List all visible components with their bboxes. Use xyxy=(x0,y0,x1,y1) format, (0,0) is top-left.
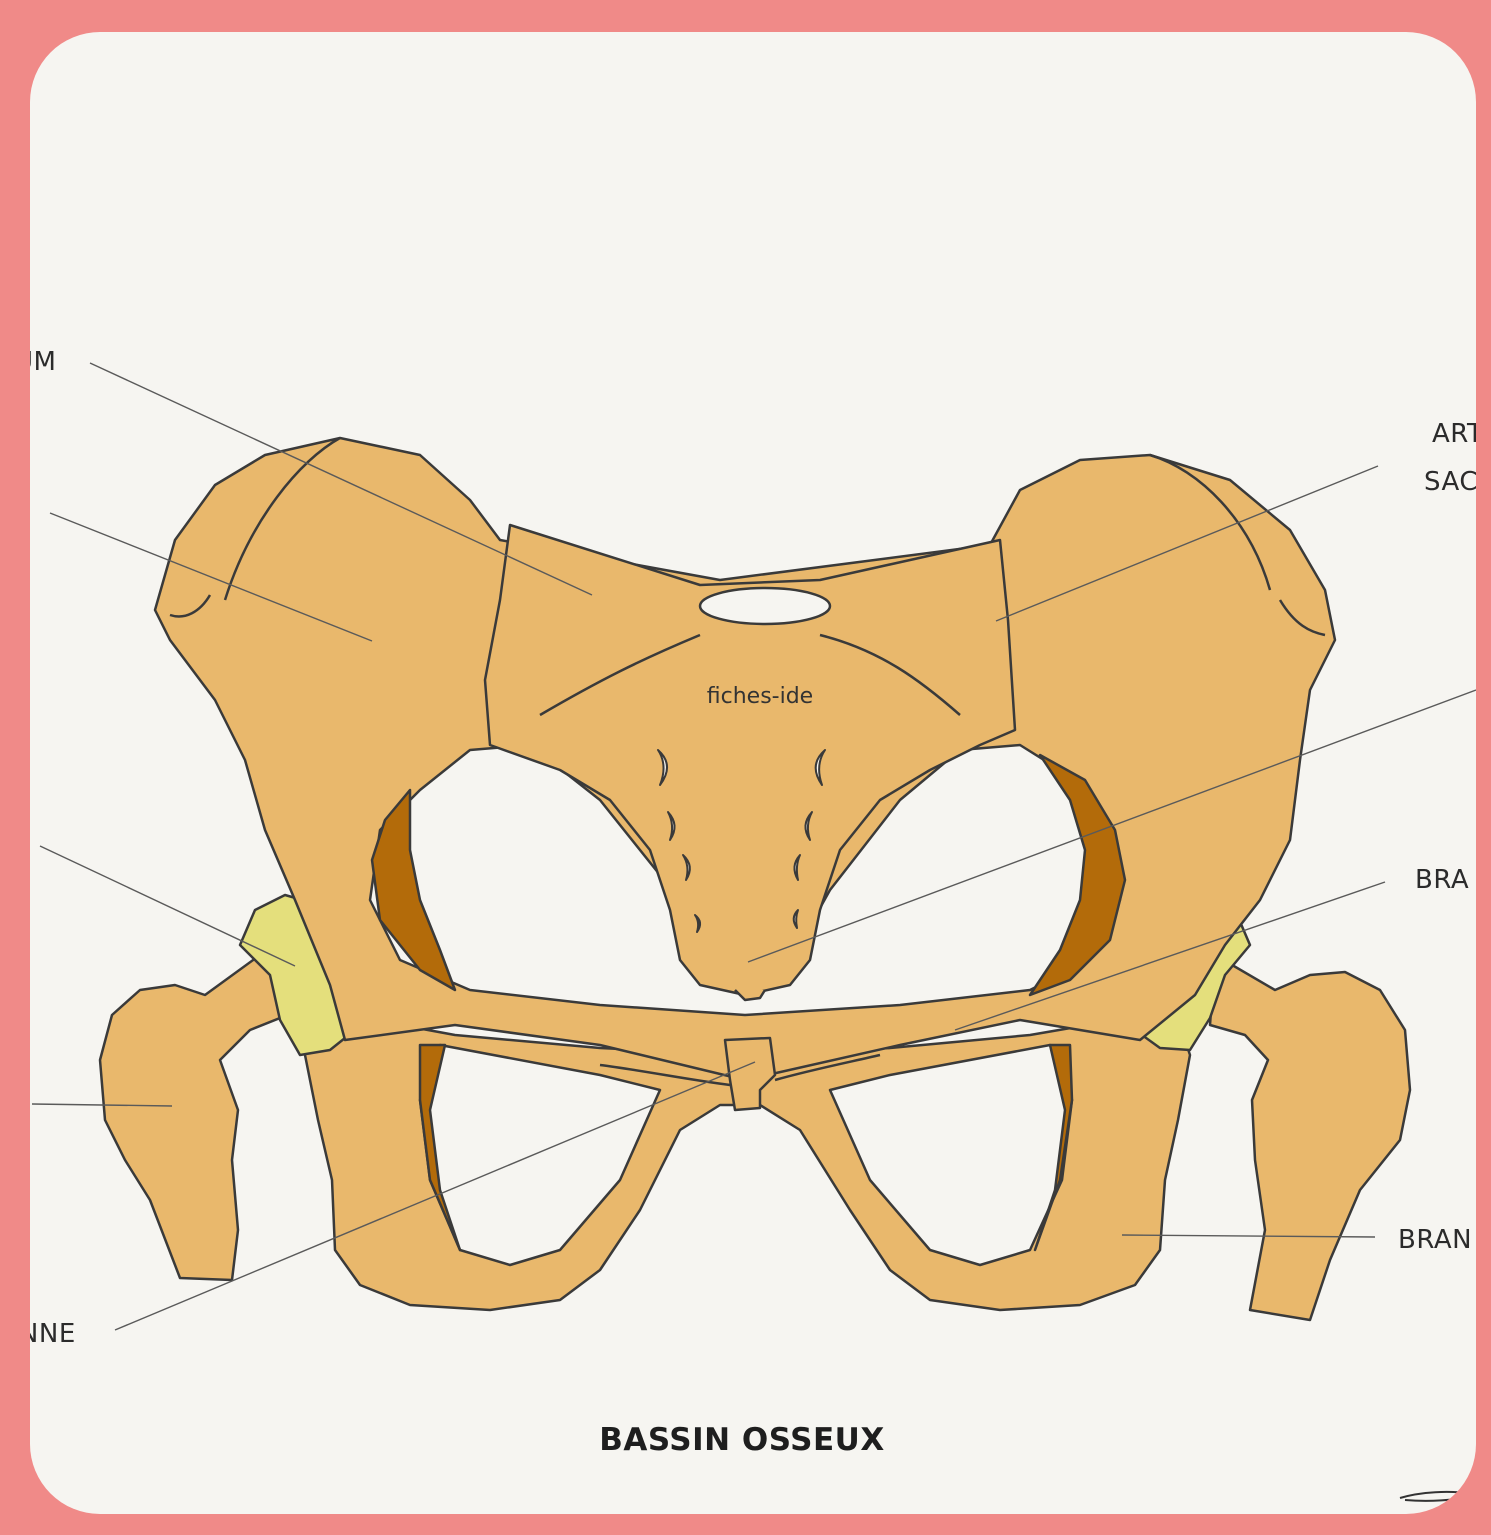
signature-mark xyxy=(1400,1492,1472,1501)
label-right-1a: ART xyxy=(1432,419,1483,449)
left-femur xyxy=(100,955,300,1280)
diagram-title: BASSIN OSSEUX xyxy=(599,1422,885,1458)
coccyx-tip xyxy=(735,990,765,1000)
label-right-1b: SAC xyxy=(1424,467,1478,497)
label-right-2: BRA xyxy=(1415,865,1469,895)
watermark: fiches-ide xyxy=(707,684,813,709)
right-femur xyxy=(1210,955,1410,1320)
sacral-canal xyxy=(700,588,830,624)
label-right-3: BRAN xyxy=(1398,1225,1472,1255)
label-top-left: UM xyxy=(14,347,56,377)
label-bottom-left: ENNE xyxy=(2,1319,76,1349)
